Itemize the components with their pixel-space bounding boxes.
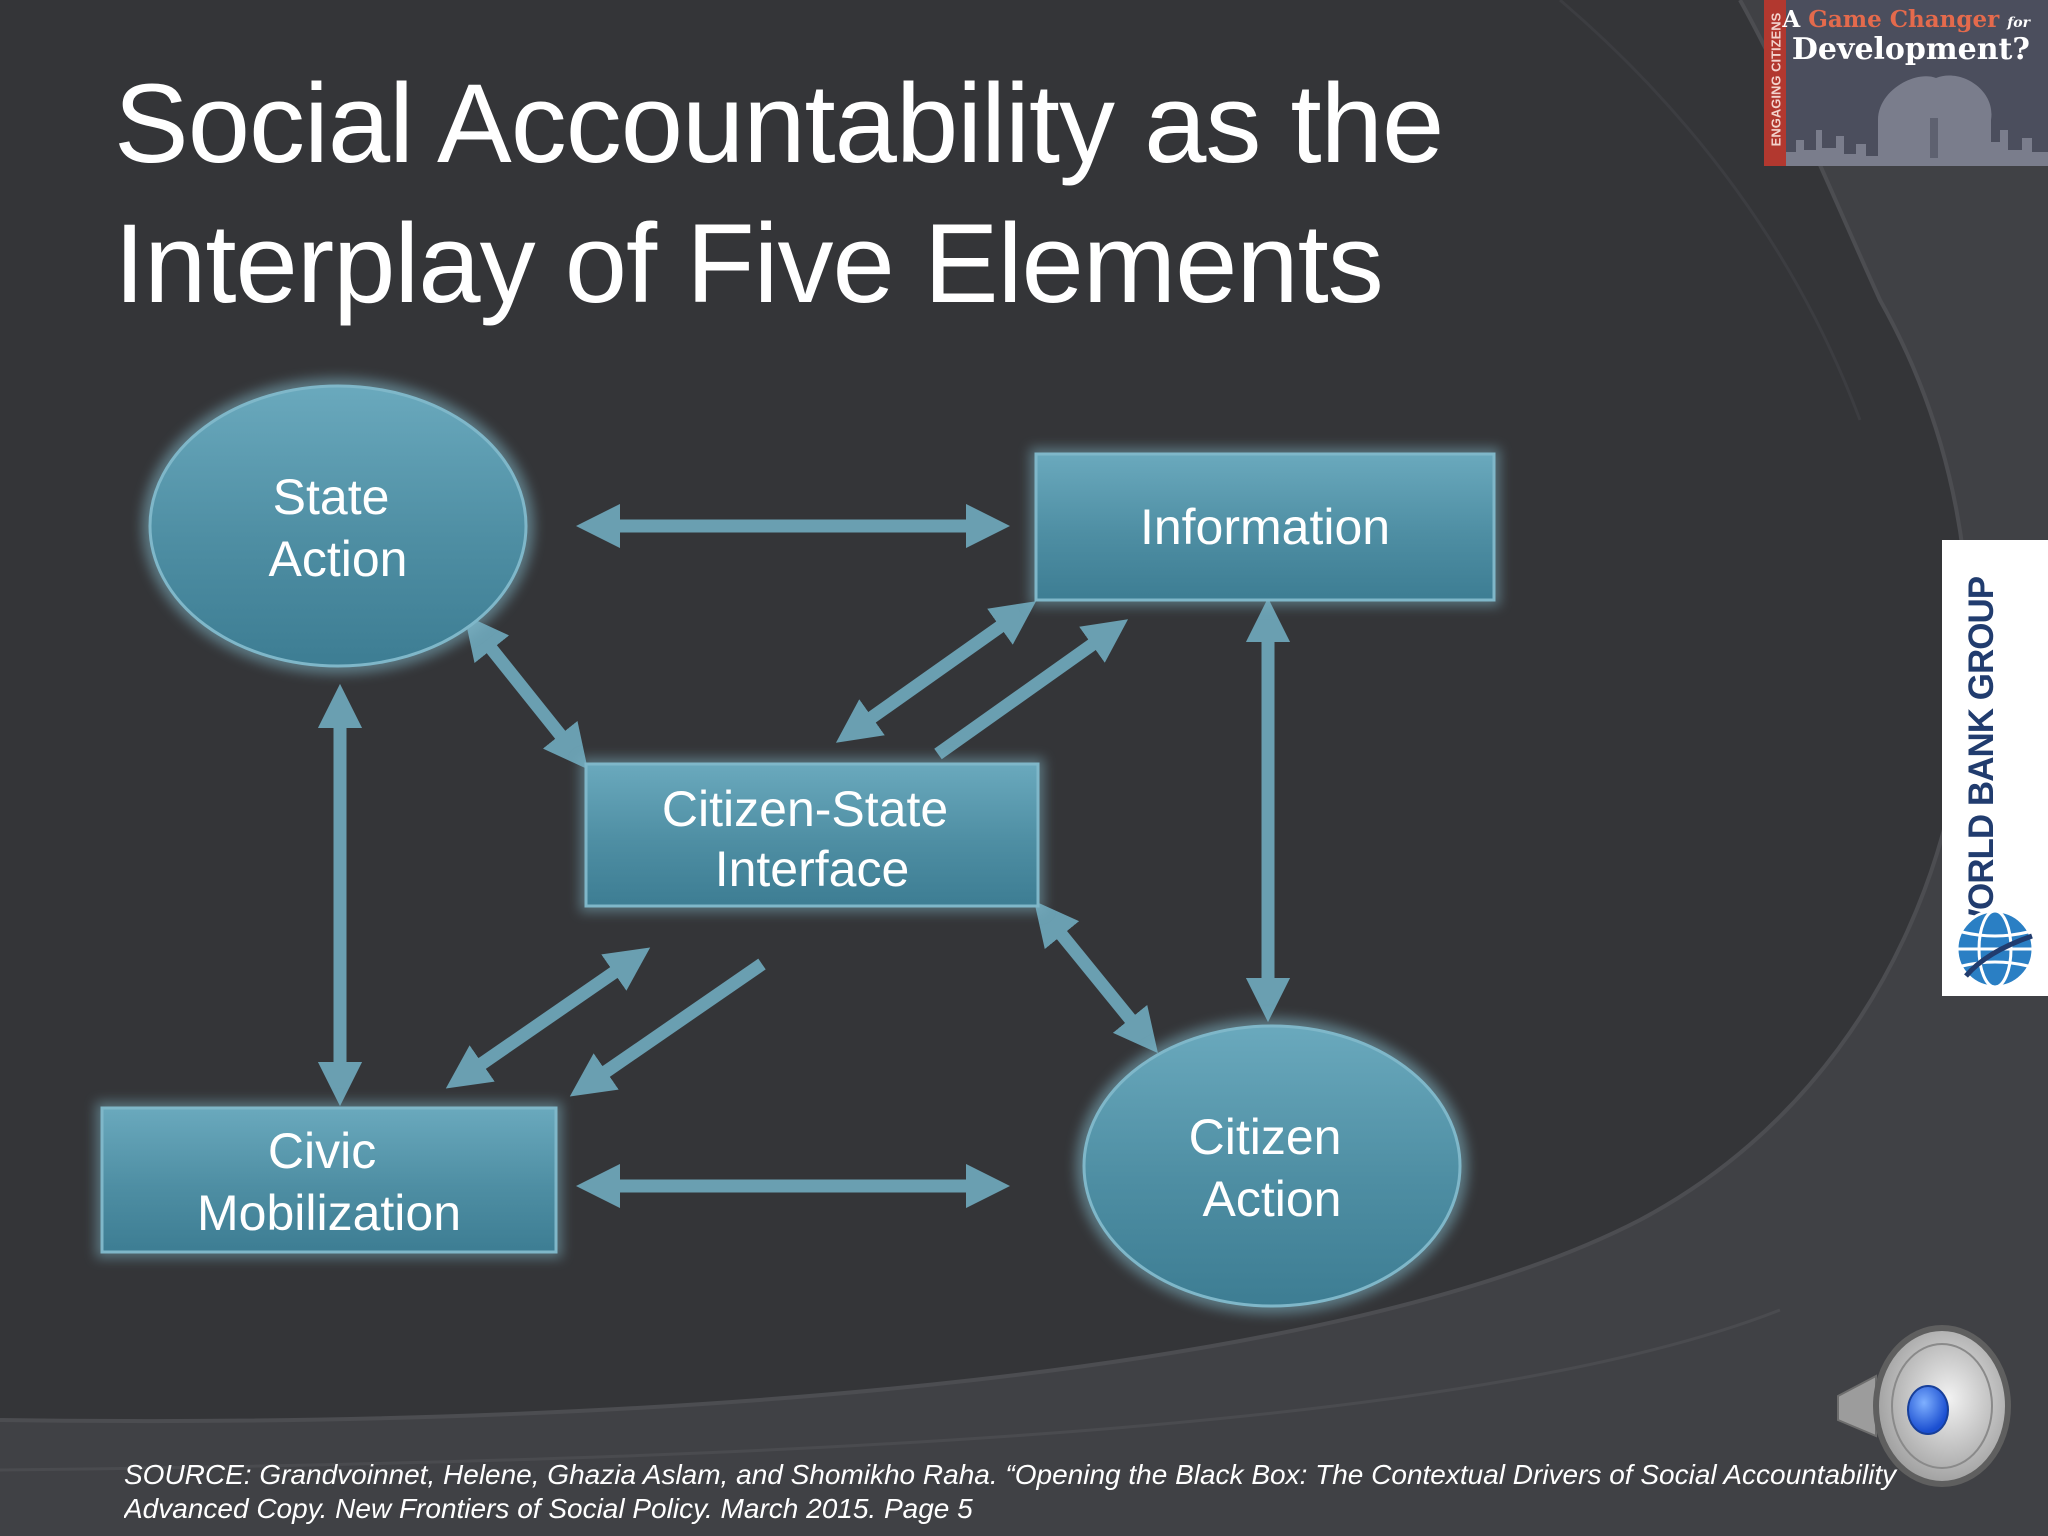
slide-title-line-1: Social Accountability as the <box>114 61 1444 186</box>
arrow-information-interface <box>835 601 1037 743</box>
badge-line-1: A Game Changer for <box>1782 6 2030 33</box>
node-civic-mobilization: Civic Mobilization <box>96 1102 562 1258</box>
svg-text:State Action: State Action <box>269 469 408 587</box>
world-bank-group-text: WORLD BANK GROUP <box>1962 576 2001 942</box>
globe-icon <box>1955 909 2035 989</box>
node-state-action: State Action <box>142 378 534 674</box>
svg-text:Civic Mobilization: Civic Mobilization <box>197 1123 461 1241</box>
node-mobilization-label-1: Civic <box>268 1123 376 1179</box>
node-information: Information <box>1030 448 1500 606</box>
arrow-interface-mobilization <box>569 958 766 1097</box>
node-citizen-action-label-2: Action <box>1203 1171 1342 1227</box>
game-changer-badge: ENGAGING CITIZENS A Game Changer for Dev… <box>1764 0 2048 166</box>
source-line-2: Advanced Copy. New Frontiers of Social P… <box>124 1493 973 1524</box>
arrow-interface-citizen <box>1034 900 1158 1054</box>
node-state-action-label-1: State <box>273 469 390 525</box>
badge-line-2: Development? <box>1791 32 2030 67</box>
badge-line-1-a: A <box>1782 6 1801 33</box>
svg-text:Citizen-State Interfac: Citizen-State Interface <box>662 781 962 897</box>
tree-skyline-icon <box>1786 60 2048 166</box>
badge-side-strip <box>1764 0 1786 166</box>
node-citizen-action: Citizen Action <box>1076 1018 1468 1314</box>
svg-text:Information: Information <box>1140 499 1390 555</box>
speaker-icon[interactable] <box>1830 1318 2020 1488</box>
node-interface-label-1: Citizen-State <box>662 781 948 837</box>
node-mobilization-label-2: Mobilization <box>197 1185 461 1241</box>
node-interface-label-2: Interface <box>715 841 910 897</box>
world-bank-group-logo: WORLD BANK GROUP <box>1942 540 2048 996</box>
arrow-interface-information <box>934 619 1129 760</box>
slide-title-line-2: Interplay of Five Elements <box>114 201 1384 326</box>
source-line-1: SOURCE: Grandvoinnet, Helene, Ghazia Asl… <box>124 1459 1897 1490</box>
source-citation: SOURCE: Grandvoinnet, Helene, Ghazia Asl… <box>124 1458 1924 1526</box>
badge-highlight: Game Changer <box>1808 6 2000 33</box>
svg-text:Citizen Action: Citizen Action <box>1189 1109 1356 1227</box>
node-information-label: Information <box>1140 499 1390 555</box>
badge-for: for <box>2007 15 2030 31</box>
arrow-mobilization-interface <box>445 947 651 1089</box>
node-citizen-action-label-1: Citizen <box>1189 1109 1342 1165</box>
node-state-action-label-2: Action <box>269 531 408 587</box>
arrow-state-interface <box>464 614 588 770</box>
node-citizen-state-interface: Citizen-State Interface <box>580 758 1044 912</box>
